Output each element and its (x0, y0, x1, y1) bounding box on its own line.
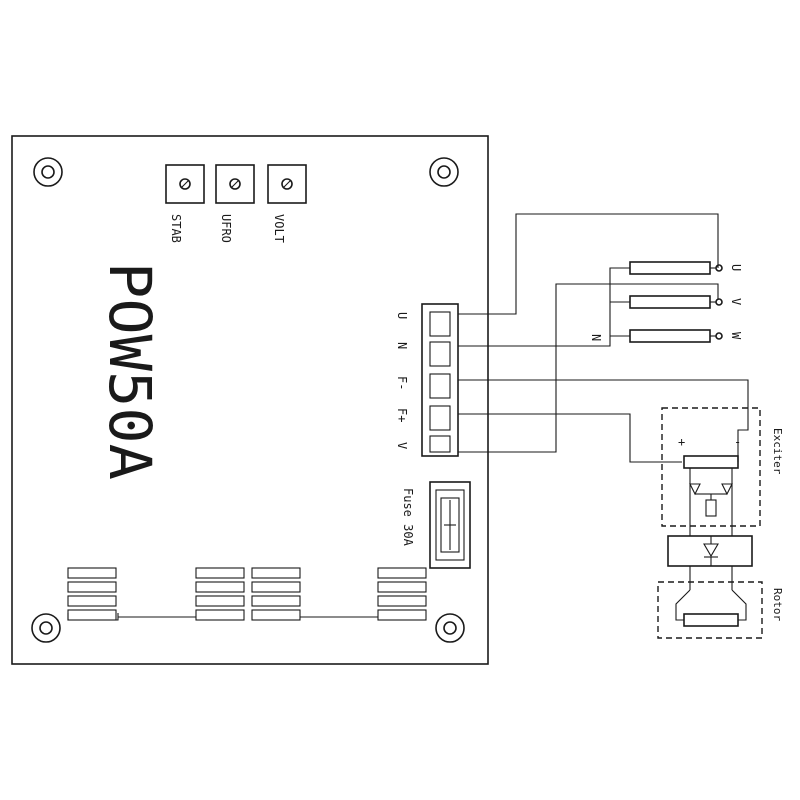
volt-label: VOLT (272, 214, 286, 243)
rotating-rectifier (667, 535, 753, 590)
fuse[interactable] (429, 481, 471, 569)
phase-label-v: V (729, 298, 743, 305)
board-outline (11, 135, 489, 665)
winding-v (629, 295, 723, 309)
stab-label: STAB (169, 214, 183, 243)
phase-label-u: U (729, 264, 743, 271)
exciter-plus-label: + (678, 435, 685, 449)
exciter-box (661, 407, 761, 536)
terminal-label-f-plus: F+ (395, 408, 409, 422)
terminal-label-n: N (395, 342, 409, 349)
terminal-label-f-minus: F- (395, 376, 409, 390)
terminal-block (421, 303, 459, 457)
exciter-minus-label: - (734, 435, 741, 449)
heatsink (67, 567, 427, 621)
model-name: POW50A (96, 262, 164, 480)
rotor-box (657, 581, 763, 639)
rotor-label: Rotor (771, 588, 784, 621)
volt-potentiometer[interactable] (267, 164, 307, 204)
winding-w (629, 329, 723, 343)
neutral-label: N (589, 334, 603, 341)
stator-windings (629, 261, 723, 343)
winding-u (629, 261, 723, 275)
ufro-potentiometer[interactable] (215, 164, 255, 204)
stab-potentiometer[interactable] (165, 164, 205, 204)
avr-board: STAB UFRO VOLT POW50A (11, 135, 489, 665)
mounting-hole-bottom-right (435, 613, 465, 643)
terminal-label-u: U (395, 312, 409, 319)
fuse-label: Fuse 30A (401, 488, 415, 547)
terminal-label-v: V (395, 442, 409, 449)
phase-label-w: W (729, 332, 743, 340)
wiring (458, 213, 749, 463)
exciter-label: Exciter (771, 428, 784, 475)
mounting-hole-top-right (429, 157, 459, 187)
ufro-label: UFRO (219, 214, 233, 243)
mounting-hole-bottom-left (31, 613, 61, 643)
mounting-hole-top-left (33, 157, 63, 187)
